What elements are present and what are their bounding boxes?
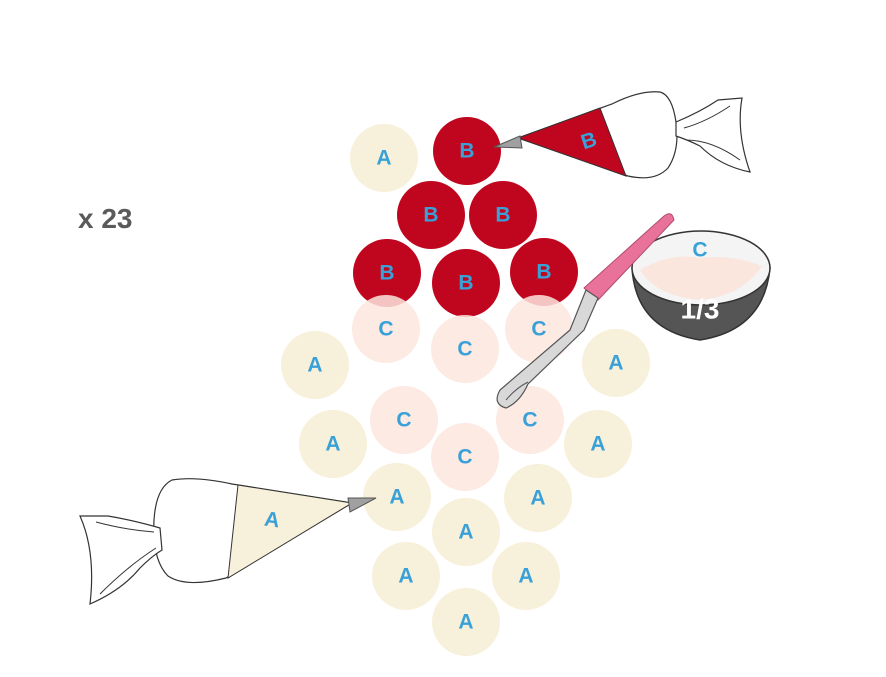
macaron-circle [510,238,578,306]
bowl: C 1/3 [631,230,771,341]
macaron-label: A [518,565,533,588]
macaron-circle [469,181,537,249]
piping-bag-b: B [493,91,751,179]
piping-bag-a-label: A [263,508,281,533]
macaron-label: A [398,565,413,588]
macaron-circle [492,542,560,610]
macaron-label: A [530,487,545,510]
macaron-circle [432,249,500,317]
macaron-label: C [378,318,393,341]
macaron-label: C [457,446,472,469]
macaron-label: A [590,433,605,456]
macaron-label: A [458,611,473,634]
macaron-label: B [459,140,474,163]
macaron-circle [582,329,650,397]
macaron-label: C [457,338,472,361]
macaron-b: B [469,181,537,249]
macaron-circle [372,542,440,610]
fraction-text: 1/3 [681,294,720,325]
macaron-c: C [431,423,499,491]
macaron-c: C [431,315,499,383]
macaron-circle [564,410,632,478]
macaron-a: A [299,410,367,478]
macaron-a: A [363,463,431,531]
macaron-c: C [370,386,438,454]
macaron-circle [432,588,500,656]
macaron-label: A [376,147,391,170]
macaron-label: C [396,409,411,432]
macaron-circle [352,295,420,363]
macaron-b: B [353,239,421,307]
macaron-a: A [492,542,560,610]
multiplier-text: x 23 [78,203,133,234]
macaron-label: B [458,272,473,295]
macaron-b: B [510,238,578,306]
macaron-label: B [423,204,438,227]
macaron-a: A [350,124,418,192]
macaron-circle [397,181,465,249]
macaron-b: B [397,181,465,249]
macaron-circle [433,117,501,185]
macaron-label: B [495,204,510,227]
macaron-circle [370,386,438,454]
macaron-label: B [536,261,551,284]
piping-bag-b-label: B [578,128,600,155]
macaron-label: A [608,352,623,375]
macaron-circle [350,124,418,192]
macaron-a: A [582,329,650,397]
macaron-c: C [352,295,420,363]
macaron-circle [431,315,499,383]
macaron-circle [431,423,499,491]
macaron-label: A [325,433,340,456]
macaron-c: C [505,295,573,363]
macaron-circle [281,331,349,399]
macaron-label: B [379,262,394,285]
macaron-b: B [432,249,500,317]
macaron-a: A [504,464,572,532]
macaron-circle [432,498,500,566]
macaron-circles: A B B B B B B C C C C C C A A A A A A A A A A [281,117,650,656]
macaron-b: B [433,117,501,185]
macaron-label: A [389,486,404,509]
macaron-a: A [281,331,349,399]
macaron-label: C [531,318,546,341]
macaron-circle [353,239,421,307]
piping-bag-a: A [79,478,377,605]
spatula [496,213,675,409]
bowl-label: C [692,239,707,262]
macaron-label: C [522,409,537,432]
macaron-a: A [372,542,440,610]
macaron-circle [363,463,431,531]
macaron-a: A [432,498,500,566]
macaron-a: A [432,588,500,656]
macaron-label: A [458,521,473,544]
macaron-circle [299,410,367,478]
macaron-label: A [307,354,322,377]
macaron-circle [504,464,572,532]
macaron-a: A [564,410,632,478]
